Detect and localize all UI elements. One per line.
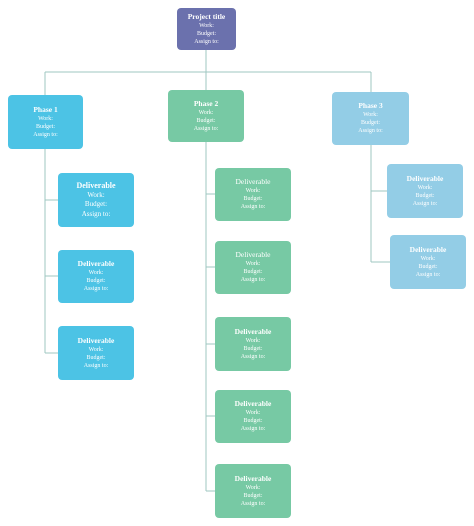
phase-box-3[interactable]: Phase 3 Work: Budget: Assign to: xyxy=(332,92,409,145)
deliverable-box[interactable]: Deliverable Work: Budget: Assign to: xyxy=(215,168,291,221)
work-label: Work: xyxy=(199,22,214,29)
work-label: Work: xyxy=(245,261,261,268)
deliverable-box[interactable]: Deliverable Work: Budget: Assign to: xyxy=(58,326,134,380)
assign-label: Assign to: xyxy=(415,271,441,278)
work-label: Work: xyxy=(245,484,261,491)
deliverable-box[interactable]: Deliverable Work: Budget: Assign to: xyxy=(215,241,291,294)
deliverable-box[interactable]: Deliverable Work: Budget: Assign to: xyxy=(215,390,291,443)
work-label: Work: xyxy=(417,184,433,191)
deliverable-box[interactable]: Deliverable Work: Budget: Assign to: xyxy=(390,235,466,289)
budget-label: Budget: xyxy=(196,117,216,124)
deliverable-title: Deliverable xyxy=(235,177,271,187)
assign-label: Assign to: xyxy=(33,131,58,138)
deliverable-title: Deliverable xyxy=(234,326,272,336)
assign-label: Assign to: xyxy=(240,277,266,284)
budget-label: Budget: xyxy=(243,492,263,499)
work-label: Work: xyxy=(88,270,104,277)
deliverable-box[interactable]: Deliverable Work: Budget: Assign to: xyxy=(58,250,134,303)
assign-label: Assign to: xyxy=(358,128,383,135)
assign-label: Assign to: xyxy=(83,286,109,293)
budget-label: Budget: xyxy=(243,418,263,425)
deliverable-box[interactable]: Deliverable Work: Budget: Assign to: xyxy=(215,317,291,371)
deliverable-title: Deliverable xyxy=(76,180,116,190)
assign-label: Assign to: xyxy=(193,125,219,132)
deliverable-title: Deliverable xyxy=(234,399,272,409)
assign-label: Assign to: xyxy=(240,353,266,360)
assign-label: Assign to: xyxy=(240,426,266,433)
budget-label: Budget: xyxy=(243,269,263,276)
phase-title: Phase 1 xyxy=(33,104,58,114)
budget-label: Budget: xyxy=(84,200,108,209)
deliverable-box[interactable]: Deliverable Work: Budget: Assign to: xyxy=(58,173,134,227)
budget-label: Budget: xyxy=(36,123,55,130)
work-label: Work: xyxy=(363,112,378,119)
deliverable-title: Deliverable xyxy=(406,173,444,183)
deliverable-title: Deliverable xyxy=(234,473,272,483)
phase-box-2[interactable]: Phase 2 Work: Budget: Assign to: xyxy=(168,90,244,142)
assign-label: Assign to: xyxy=(412,200,438,207)
phase-title: Phase 3 xyxy=(358,101,383,111)
work-label: Work: xyxy=(88,346,104,353)
assign-label: Assign to: xyxy=(194,38,219,45)
deliverable-box[interactable]: Deliverable Work: Budget: Assign to: xyxy=(387,164,463,218)
assign-label: Assign to: xyxy=(240,204,266,211)
deliverable-title: Deliverable xyxy=(235,250,271,260)
assign-label: Assign to: xyxy=(240,500,266,507)
project-box[interactable]: Project title Work: Budget: Assign to: xyxy=(177,8,236,50)
assign-label: Assign to: xyxy=(83,362,109,369)
work-label: Work: xyxy=(420,255,436,262)
budget-label: Budget: xyxy=(243,196,263,203)
project-title: Project title xyxy=(187,11,226,21)
phase-box-1[interactable]: Phase 1 Work: Budget: Assign to: xyxy=(8,95,83,149)
budget-label: Budget: xyxy=(243,345,263,352)
budget-label: Budget: xyxy=(418,263,438,270)
budget-label: Budget: xyxy=(361,120,380,127)
phase-title: Phase 2 xyxy=(193,98,219,108)
deliverable-title: Deliverable xyxy=(77,259,115,269)
budget-label: Budget: xyxy=(197,30,216,37)
work-label: Work: xyxy=(245,188,261,195)
budget-label: Budget: xyxy=(86,354,106,361)
budget-label: Budget: xyxy=(86,278,106,285)
assign-label: Assign to: xyxy=(81,209,111,218)
work-label: Work: xyxy=(87,191,105,200)
work-label: Work: xyxy=(245,337,261,344)
deliverable-box[interactable]: Deliverable Work: Budget: Assign to: xyxy=(215,464,291,518)
work-label: Work: xyxy=(245,410,261,417)
deliverable-title: Deliverable xyxy=(409,244,447,254)
deliverable-title: Deliverable xyxy=(77,335,115,345)
work-label: Work: xyxy=(38,115,53,122)
budget-label: Budget: xyxy=(415,192,435,199)
work-label: Work: xyxy=(198,109,214,116)
